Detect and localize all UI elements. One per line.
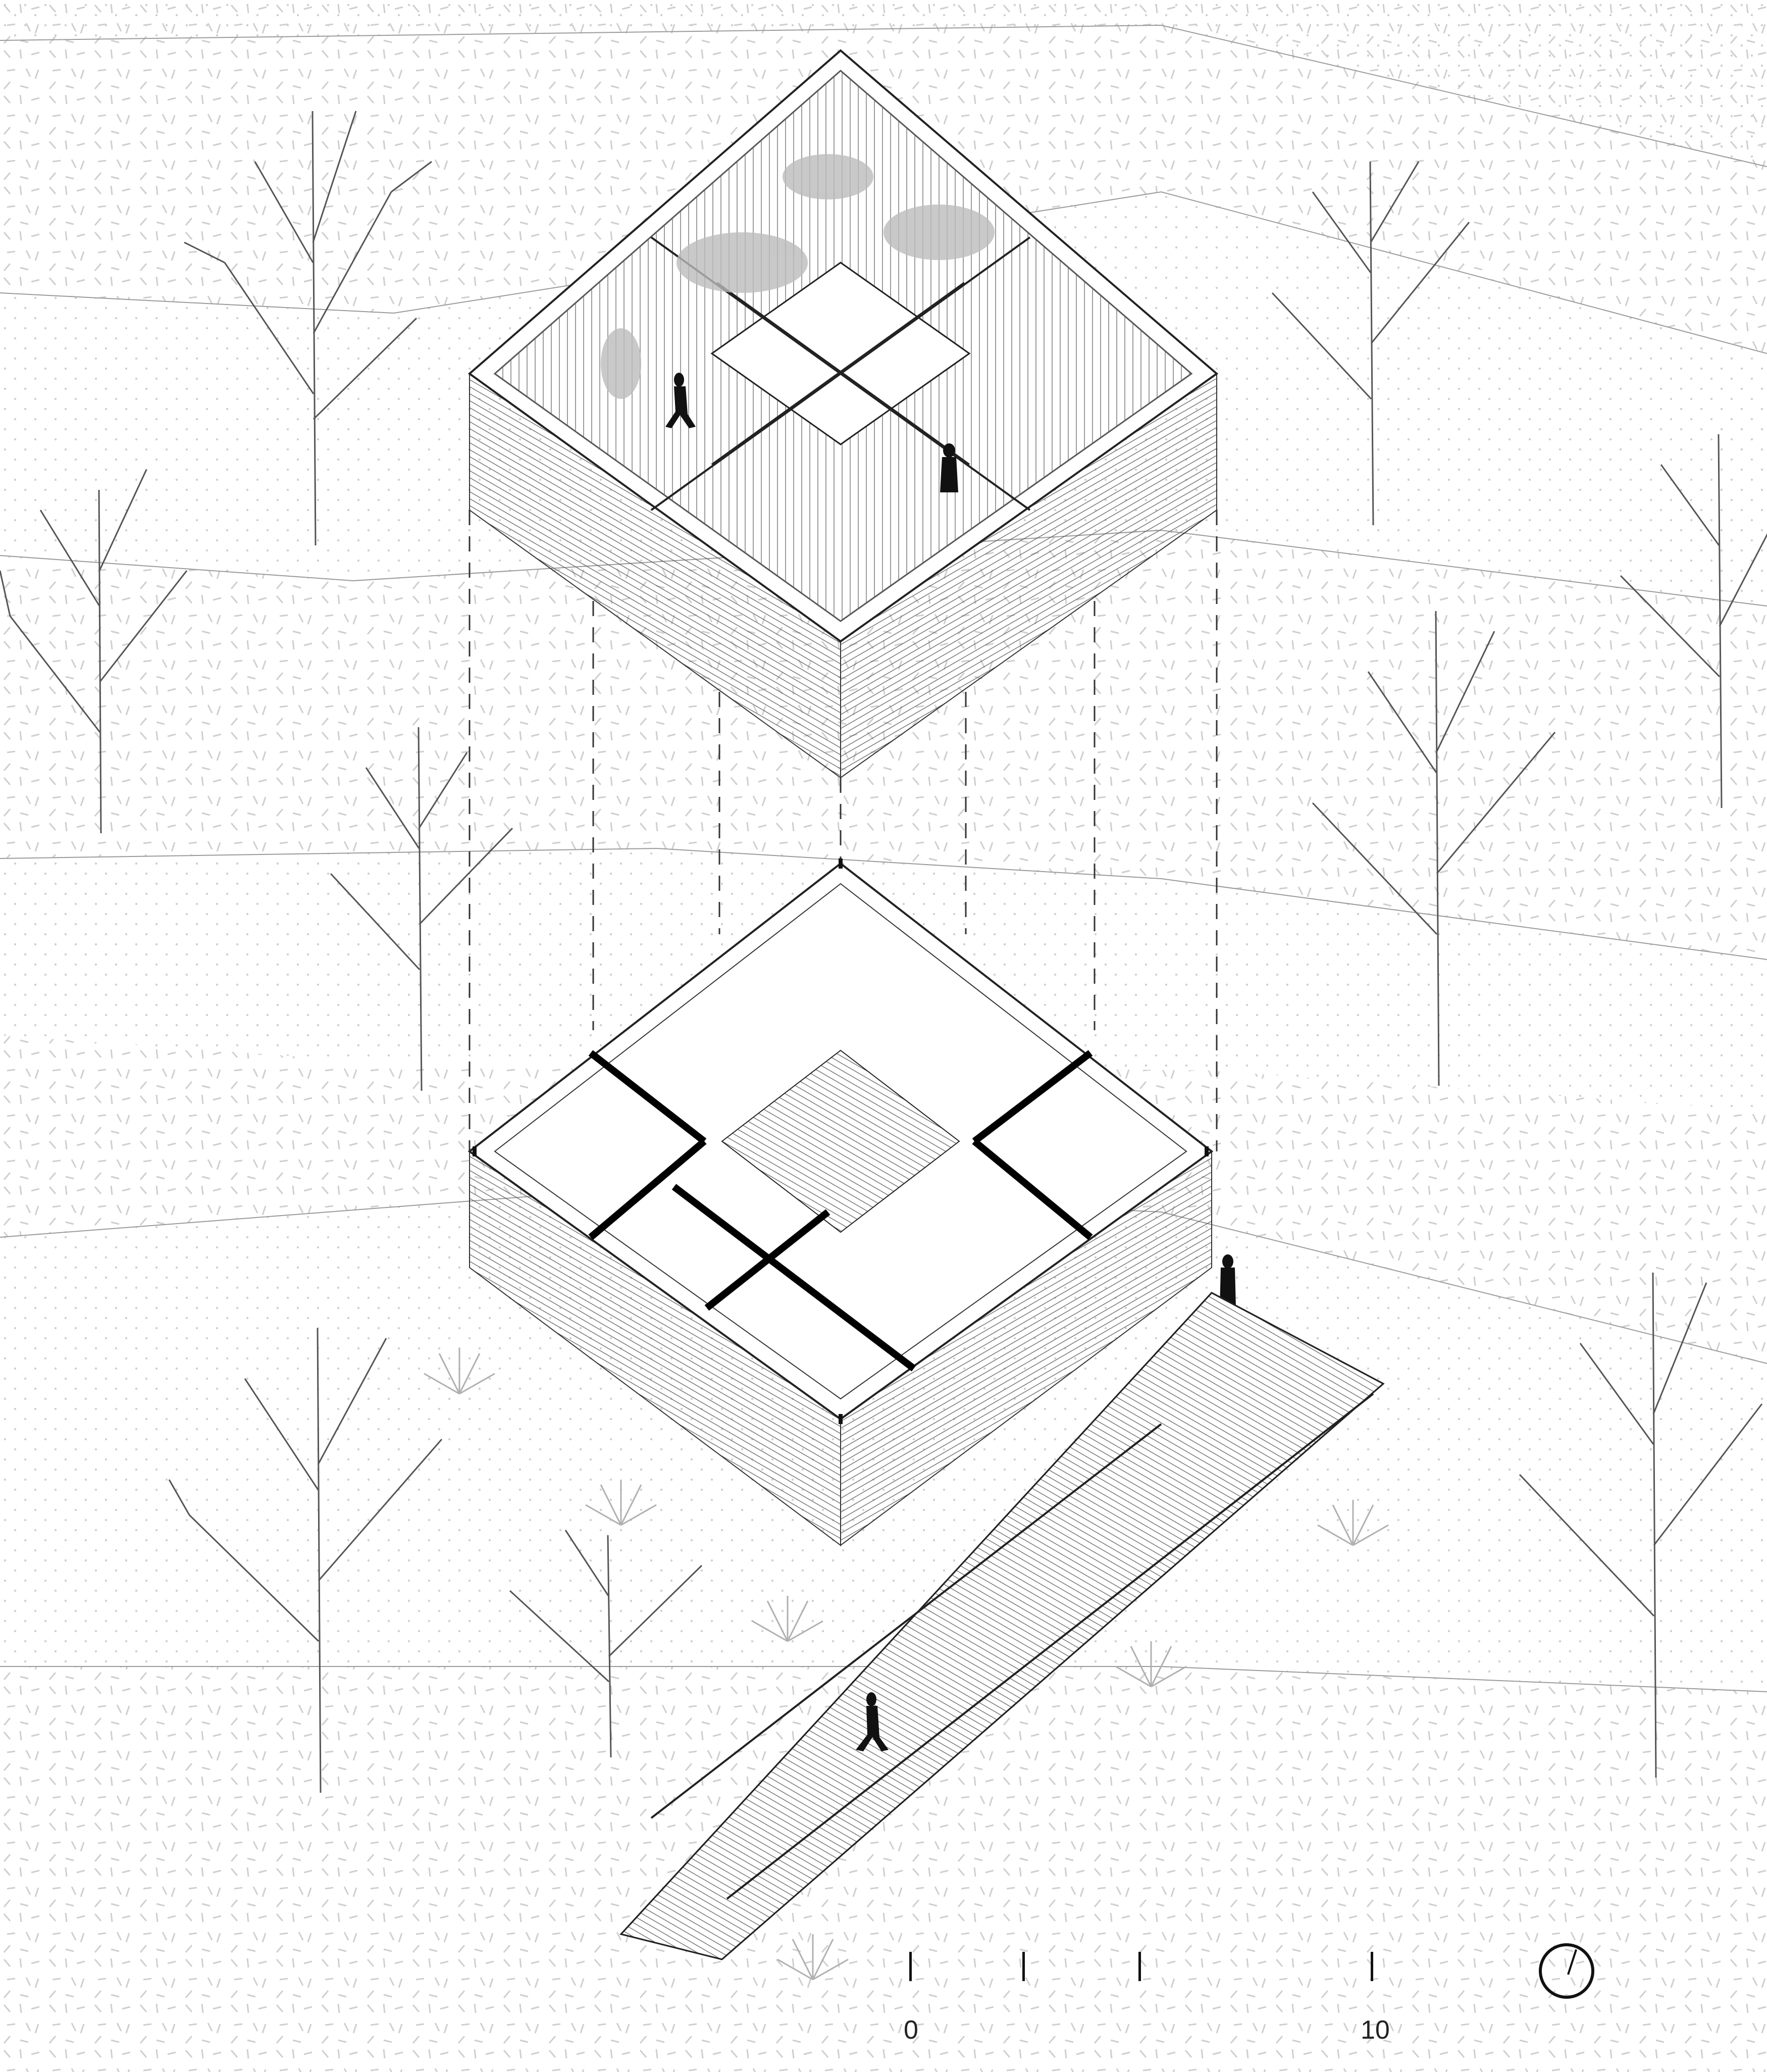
tree [1519,1272,1763,1778]
upper-level-module [467,49,1219,779]
figure [856,1692,889,1751]
figure [940,443,958,492]
shrubs [424,1348,1389,1981]
lower-level-module [467,858,1236,1546]
projection-lines [469,510,1218,1151]
tree [1271,161,1470,526]
trees [0,111,1767,1793]
tree [330,727,513,1091]
tree [509,1530,703,1758]
figure [665,373,696,428]
scale-label-start: 0 [904,2015,918,2045]
tree [168,1328,443,1793]
scale-label-end: 10 [1361,2015,1390,2045]
north-arrow-icon [1539,1943,1594,1999]
access-ramp [619,1292,1385,1960]
scale-tick [1138,1952,1141,1981]
posts [473,858,1209,1424]
figure [1220,1254,1236,1308]
scale-tick [1371,1952,1373,1981]
tree [1312,611,1556,1086]
planting [601,154,995,399]
scale-tick [1022,1952,1025,1981]
tree [184,111,432,546]
tree [1620,434,1767,808]
scale-tick [909,1952,912,1981]
tree [0,469,188,834]
north-needle [1567,1949,1577,1975]
section-cuts [588,1050,1093,1372]
